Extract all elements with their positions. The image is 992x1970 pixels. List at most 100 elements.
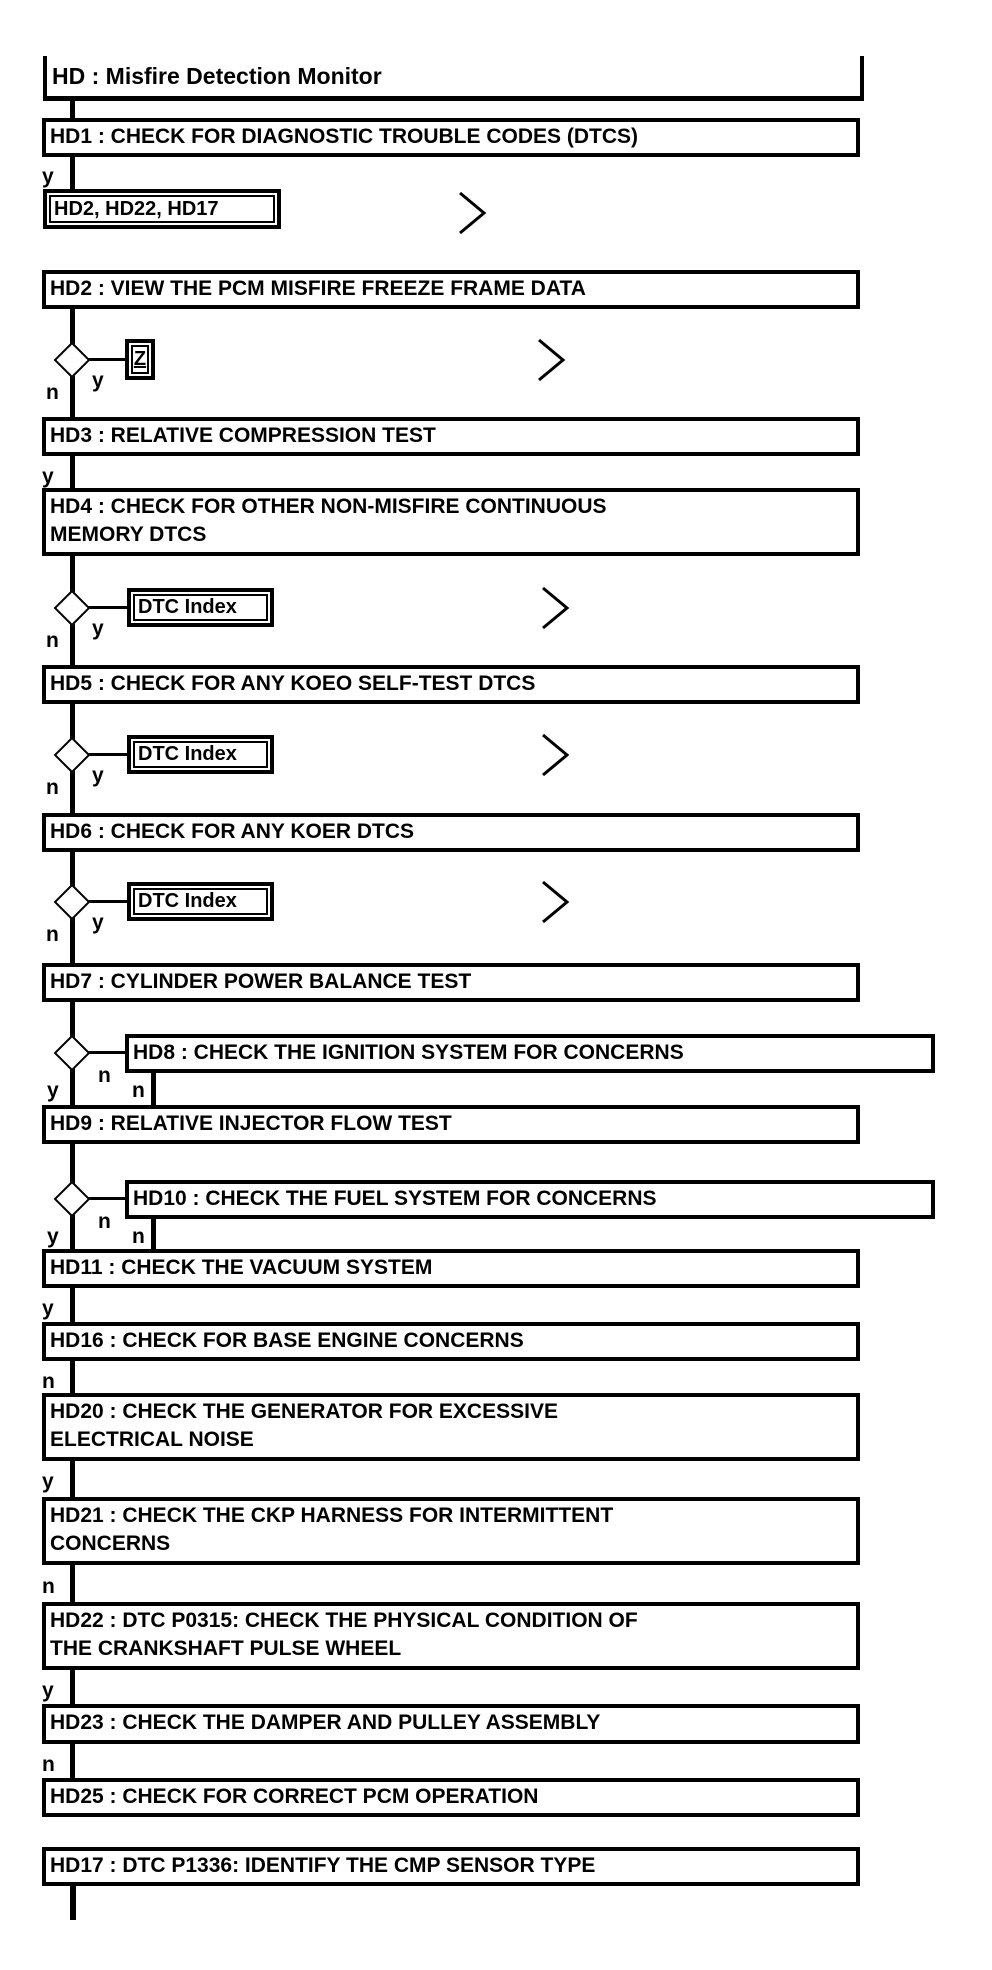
step-text: HD25 : CHECK FOR CORRECT PCM OPERATION	[50, 1785, 539, 1808]
branch-label-no: n	[98, 1064, 111, 1087]
step-text: CONCERNS	[50, 1532, 171, 1555]
link-box-dtc-index-1[interactable]: DTC Index	[127, 588, 274, 627]
connector-hd1-links	[70, 157, 75, 189]
connector-hd20-hd21	[70, 1461, 75, 1497]
step-box-hd3: HD3 : RELATIVE COMPRESSION TEST	[42, 417, 860, 456]
connector-hd11-hd16	[70, 1288, 75, 1322]
step-box-hd6: HD6 : CHECK FOR ANY KOER DTCS	[42, 813, 860, 852]
step-box-hd23: HD23 : CHECK THE DAMPER AND PULLEY ASSEM…	[42, 1704, 860, 1744]
branch-label-no: n	[132, 1225, 145, 1248]
decision-diamond-hd4	[53, 589, 91, 627]
branch-label-yes: y	[42, 465, 54, 488]
branch-label-yes: y	[92, 764, 104, 787]
flow-continues-chevron-icon	[538, 338, 566, 382]
connector-diamond-hd8	[72, 1051, 125, 1054]
step-box-hd17: HD17 : DTC P1336: IDENTIFY THE CMP SENSO…	[42, 1847, 860, 1886]
step-text: THE CRANKSHAFT PULSE WHEEL	[50, 1637, 402, 1660]
link-box-z[interactable]: Z	[125, 339, 155, 380]
step-text: HD2 : VIEW THE PCM MISFIRE FREEZE FRAME …	[50, 277, 586, 300]
link-text-dtc-index: DTC Index	[138, 596, 237, 618]
link-text-dtc-index: DTC Index	[138, 743, 237, 765]
flow-continues-chevron-icon	[459, 191, 487, 235]
branch-label-yes: y	[42, 165, 54, 188]
step-text: HD5 : CHECK FOR ANY KOEO SELF-TEST DTCS	[50, 672, 536, 695]
link-box-inner: DTC Index	[133, 741, 268, 768]
connector-hd22-hd23	[70, 1670, 75, 1704]
step-text: HD3 : RELATIVE COMPRESSION TEST	[50, 424, 436, 447]
connector-title-hd1	[70, 100, 75, 118]
branch-label-no: n	[46, 629, 59, 652]
branch-label-yes: y	[42, 1470, 54, 1493]
step-text: HD20 : CHECK THE GENERATOR FOR EXCESSIVE	[50, 1400, 558, 1423]
connector-diamond-hd10	[72, 1197, 125, 1200]
step-box-hd10: HD10 : CHECK THE FUEL SYSTEM FOR CONCERN…	[125, 1180, 935, 1219]
decision-diamond-hd7	[53, 1034, 91, 1072]
step-text: HD8 : CHECK THE IGNITION SYSTEM FOR CONC…	[133, 1041, 684, 1064]
link-box-inner: DTC Index	[133, 594, 268, 621]
step-text: HD16 : CHECK FOR BASE ENGINE CONCERNS	[50, 1329, 524, 1352]
decision-diamond-hd9	[53, 1180, 91, 1218]
link-box-dtc-index-2[interactable]: DTC Index	[127, 735, 274, 774]
link-text-next-steps: HD2, HD22, HD17	[54, 197, 219, 220]
branch-label-no: n	[46, 381, 59, 404]
decision-diamond-hd5	[53, 736, 91, 774]
branch-label-no: n	[46, 776, 59, 799]
link-text-z: Z	[133, 348, 147, 370]
step-box-hd21: HD21 : CHECK THE CKP HARNESS FOR INTERMI…	[42, 1497, 860, 1565]
connector-hd3-hd4	[70, 456, 75, 488]
branch-label-no: n	[46, 923, 59, 946]
step-box-hd20: HD20 : CHECK THE GENERATOR FOR EXCESSIVE…	[42, 1393, 860, 1461]
connector-diamond-dtc2	[72, 753, 127, 756]
flow-continues-chevron-icon	[542, 733, 570, 777]
step-text: HD10 : CHECK THE FUEL SYSTEM FOR CONCERN…	[133, 1187, 657, 1210]
connector-diamond-z	[72, 358, 126, 361]
step-box-hd7: HD7 : CYLINDER POWER BALANCE TEST	[42, 963, 860, 1002]
connector-hd21-hd22	[70, 1565, 75, 1602]
decision-diamond-hd2	[53, 341, 91, 379]
step-box-hd16: HD16 : CHECK FOR BASE ENGINE CONCERNS	[42, 1322, 860, 1361]
step-text: HD9 : RELATIVE INJECTOR FLOW TEST	[50, 1112, 452, 1135]
step-text: HD4 : CHECK FOR OTHER NON-MISFIRE CONTIN…	[50, 495, 607, 518]
flow-continues-chevron-icon	[542, 880, 570, 924]
link-box-dtc-index-3[interactable]: DTC Index	[127, 882, 274, 921]
branch-label-no: n	[42, 1753, 55, 1776]
branch-label-yes: y	[42, 1679, 54, 1702]
branch-label-no: n	[42, 1575, 55, 1598]
branch-label-yes: y	[47, 1079, 59, 1102]
connector-hd16-hd20	[70, 1361, 75, 1393]
step-box-hd4: HD4 : CHECK FOR OTHER NON-MISFIRE CONTIN…	[42, 488, 860, 556]
step-box-hd11: HD11 : CHECK THE VACUUM SYSTEM	[42, 1249, 860, 1288]
step-box-hd25: HD25 : CHECK FOR CORRECT PCM OPERATION	[42, 1778, 860, 1817]
step-box-hd22: HD22 : DTC P0315: CHECK THE PHYSICAL CON…	[42, 1602, 860, 1670]
flow-continues-chevron-icon	[542, 586, 570, 630]
step-text: HD11 : CHECK THE VACUUM SYSTEM	[50, 1256, 433, 1279]
step-box-hd1: HD1 : CHECK FOR DIAGNOSTIC TROUBLE CODES…	[42, 118, 860, 157]
step-text: HD6 : CHECK FOR ANY KOER DTCS	[50, 820, 415, 843]
step-text: HD23 : CHECK THE DAMPER AND PULLEY ASSEM…	[50, 1711, 601, 1734]
connector-diamond-dtc1	[72, 606, 127, 609]
branch-label-no: n	[132, 1079, 145, 1102]
step-text: HD17 : DTC P1336: IDENTIFY THE CMP SENSO…	[50, 1854, 596, 1877]
connector-diamond-dtc3	[72, 900, 127, 903]
step-text: ELECTRICAL NOISE	[50, 1428, 254, 1451]
decision-diamond-hd6	[53, 883, 91, 921]
step-box-hd5: HD5 : CHECK FOR ANY KOEO SELF-TEST DTCS	[42, 665, 860, 704]
branch-label-no: n	[98, 1210, 111, 1233]
step-text: HD7 : CYLINDER POWER BALANCE TEST	[50, 970, 472, 993]
flowchart-title-text: HD : Misfire Detection Monitor	[52, 63, 382, 89]
branch-label-yes: y	[47, 1225, 59, 1248]
branch-label-yes: y	[92, 911, 104, 934]
flowchart-title: HD : Misfire Detection Monitor	[43, 56, 864, 101]
branch-label-no: n	[42, 1370, 55, 1393]
branch-label-yes: y	[42, 1297, 54, 1320]
connector-hd17-stub	[70, 1886, 76, 1920]
step-box-hd8: HD8 : CHECK THE IGNITION SYSTEM FOR CONC…	[125, 1034, 935, 1073]
link-box-next-steps[interactable]: HD2, HD22, HD17	[43, 189, 281, 229]
branch-label-yes: y	[92, 369, 104, 392]
branch-label-yes: y	[92, 617, 104, 640]
connector-hd23-hd25	[70, 1744, 75, 1778]
step-text: HD22 : DTC P0315: CHECK THE PHYSICAL CON…	[50, 1609, 638, 1632]
step-text: HD21 : CHECK THE CKP HARNESS FOR INTERMI…	[50, 1504, 614, 1527]
step-text: MEMORY DTCS	[50, 523, 207, 546]
